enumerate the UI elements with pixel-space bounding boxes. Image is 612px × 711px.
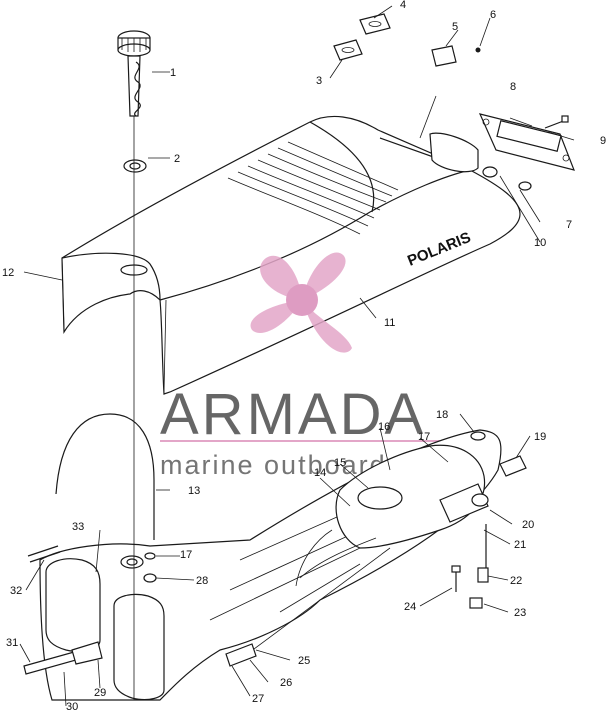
callout-4: 4 [400,0,406,11]
callout-21: 21 [514,539,526,551]
callout-23: 23 [514,607,526,619]
callout-11: 11 [384,317,395,329]
mount-plates [333,13,481,67]
armada-watermark: ARMADA marine outboards [160,252,450,480]
callout-2: 2 [174,153,180,165]
callout-25: 25 [298,655,310,667]
callout-10: 10 [534,237,546,249]
propeller-logo [250,252,352,353]
callout-16: 16 [378,421,390,433]
callout-9: 9 [600,135,606,147]
callout-19: 19 [534,431,546,443]
callout-28: 28 [196,575,208,587]
grommet [123,159,147,173]
tank-assembly [23,413,527,701]
callout-26: 26 [280,677,292,689]
callout-22: 22 [510,575,522,587]
callout-30: 30 [66,701,78,711]
seat-assembly: POLARIS [61,115,532,395]
callout-14: 14 [314,467,326,479]
callout-1: 1 [170,67,176,79]
callout-6: 6 [490,9,496,21]
callout-27: 27 [252,693,264,705]
callout-7: 7 [566,219,572,231]
callout-32: 32 [10,585,22,597]
callout-17a: 17 [418,431,430,443]
callout-5: 5 [452,21,458,33]
callout-20: 20 [522,519,534,531]
callout-33: 33 [72,521,84,533]
callout-8: 8 [510,81,516,93]
watermark-title: ARMADA [160,382,426,447]
callout-13: 13 [188,485,200,497]
watermark-divider [160,440,450,442]
callout-29: 29 [94,687,106,699]
rear-bracket [478,113,575,171]
callout-18: 18 [436,409,448,421]
callout-24: 24 [404,601,416,613]
callout-17b: 17 [180,549,192,561]
callout-3: 3 [316,75,322,87]
callout-31: 31 [6,637,18,649]
filler-cap [117,30,151,117]
leader-lines [19,5,575,707]
callout-12: 12 [2,267,14,279]
callout-15: 15 [334,457,346,469]
